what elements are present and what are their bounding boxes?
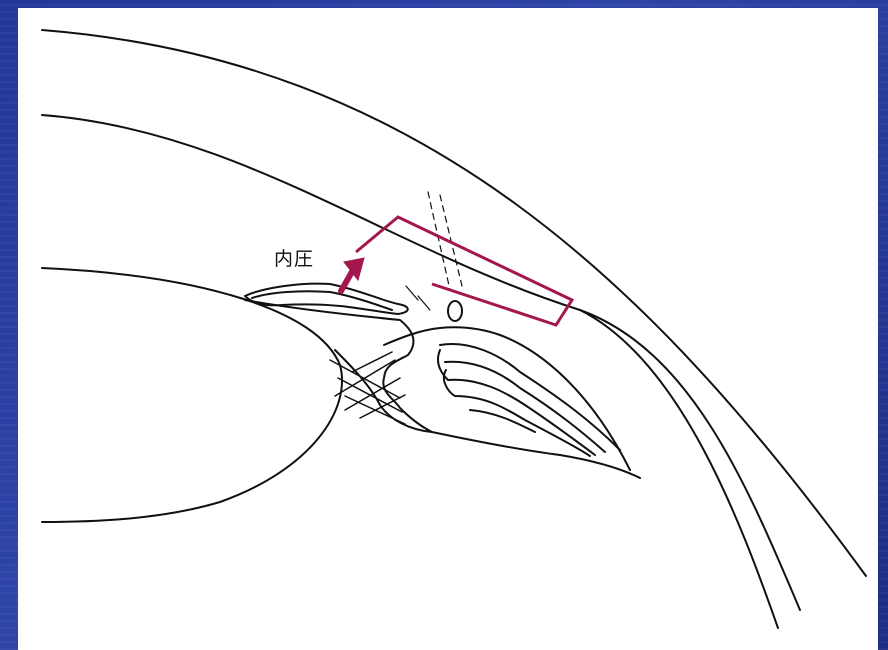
outer-corneoscleral-surface [42,30,866,576]
dashed-scleral-line-2 [440,195,462,286]
lens-outline [42,268,342,522]
scleral-spur-lines [406,286,430,310]
ciliary-outer-line [580,310,778,628]
intraocular-pressure-label: 内圧 [274,244,314,271]
pressure-arrow [341,258,364,291]
trabecular-tissue-lower [335,350,432,432]
inner-corneal-surface [42,115,800,610]
iris [245,284,408,314]
ciliary-body-inner [384,327,630,470]
iris-inner-line [252,291,392,310]
schlemm-canal [448,301,462,321]
